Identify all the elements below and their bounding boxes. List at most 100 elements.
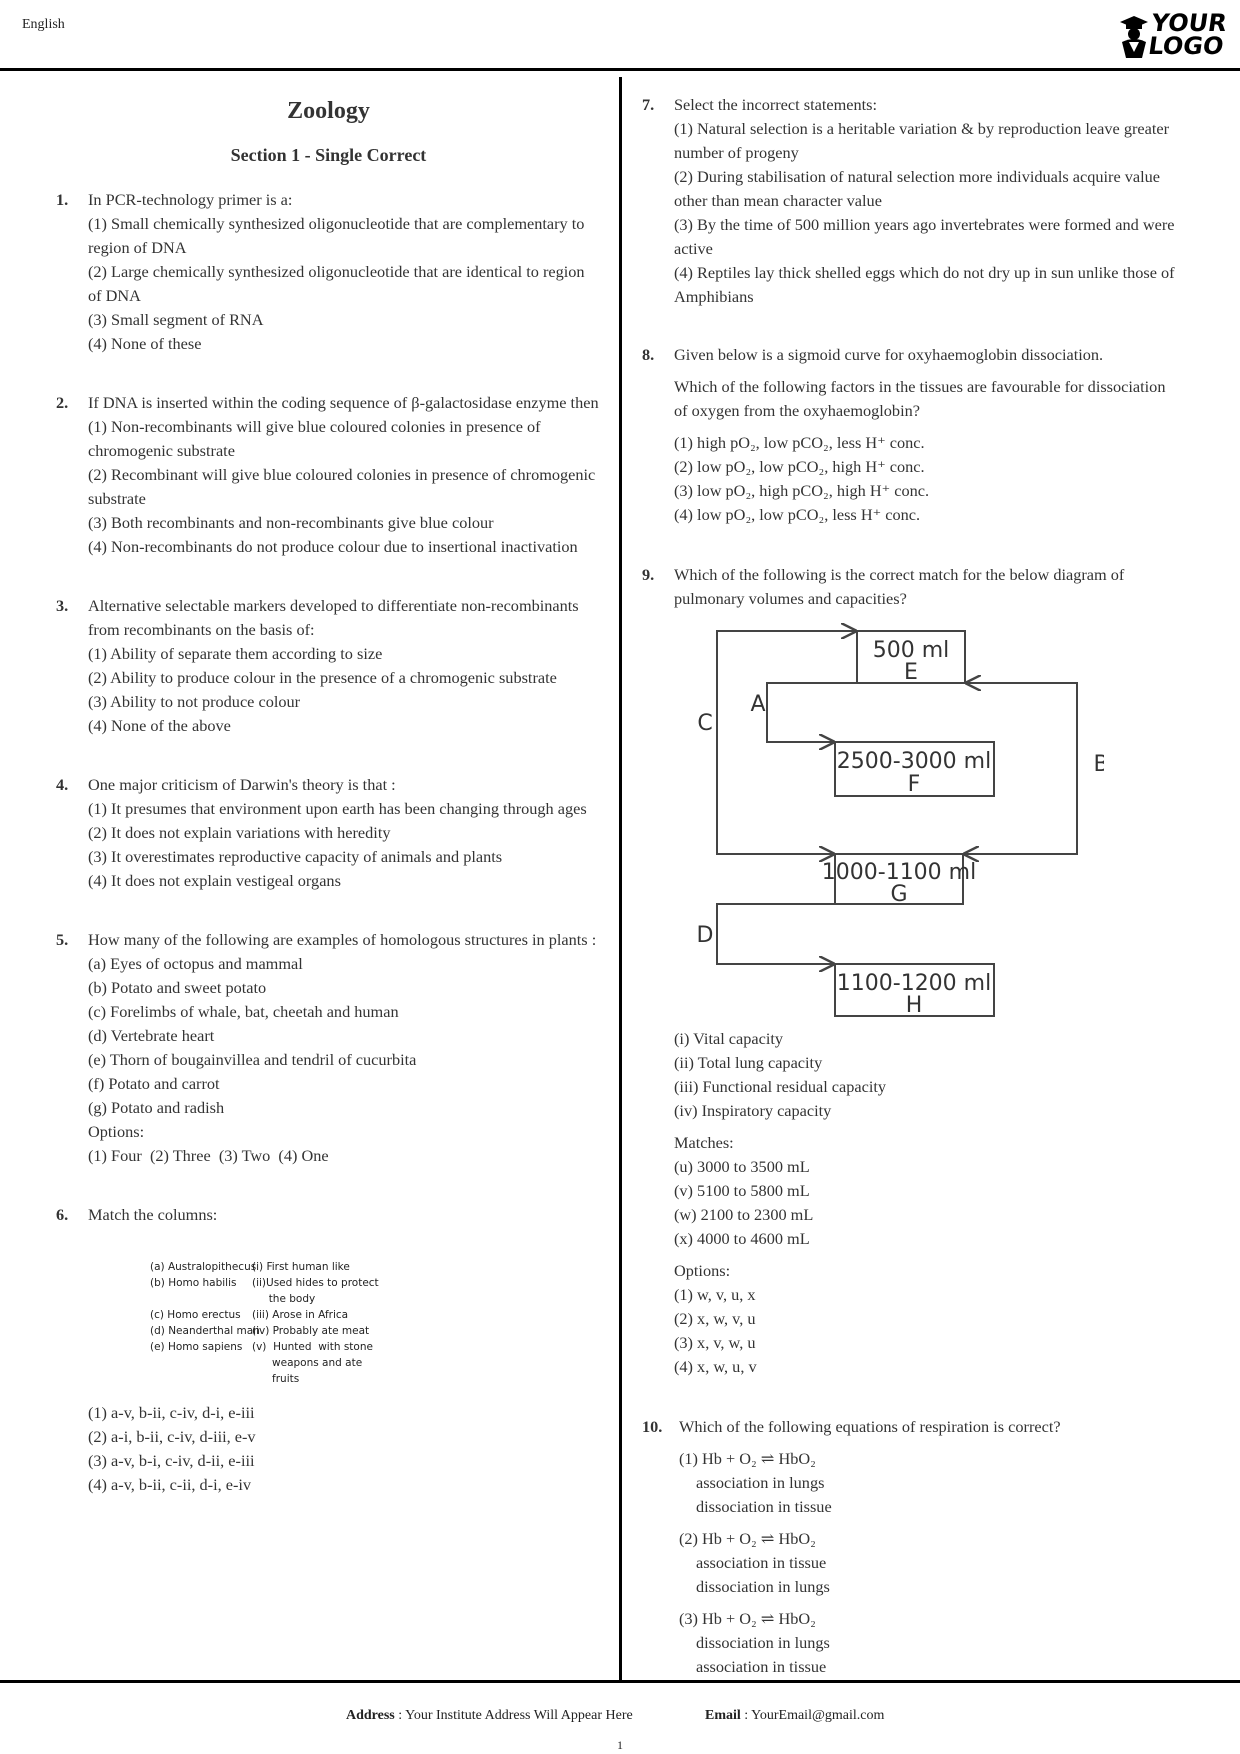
question-stem: Which of the following equations of resp… — [679, 1417, 1061, 1436]
options-label: Options: — [674, 1261, 731, 1280]
question-number: 1. — [56, 190, 69, 209]
option-2: (2) a-i, b-ii, c-iv, d-iii, e-v — [88, 1427, 256, 1446]
graduate-logo-icon — [1120, 16, 1148, 58]
option-1: (1) Natural selection is a heritable var… — [674, 119, 1170, 162]
item-ii: (ii) Total lung capacity — [674, 1053, 823, 1072]
option-2: (2) Ability to produce colour in the pre… — [88, 668, 557, 687]
match-row: (e) Homo sapiens(v) Hunted with stone — [150, 1341, 373, 1353]
bracket-b — [963, 682, 1078, 855]
options-line: (1) Four (2) Three (3) Two (4) One — [88, 1146, 329, 1165]
question-stem: How many of the following are examples o… — [88, 930, 597, 949]
option-1-line-2: dissociation in tissue — [696, 1497, 832, 1516]
item-iv: (iv) Inspiratory capacity — [674, 1101, 832, 1120]
question-number: 10. — [642, 1417, 663, 1436]
question-number: 2. — [56, 393, 69, 412]
match-row: weapons and ate — [252, 1357, 363, 1369]
box-g-label: G — [890, 882, 907, 907]
match-row: (c) Homo erectus(iii) Arose in Africa — [150, 1309, 349, 1321]
match-row: (b) Homo habilis(ii)Used hides to protec… — [150, 1277, 379, 1289]
box-h-label: H — [906, 993, 923, 1017]
question-stem: Select the incorrect statements: — [674, 95, 877, 114]
option-3-line-2: association in tissue — [696, 1657, 827, 1676]
question-1: 1. In PCR-technology primer is a: (1) Sm… — [56, 188, 601, 356]
question-3: 3. Alternative selectable markers develo… — [56, 594, 601, 738]
box-f-value: 2500-3000 ml — [837, 749, 991, 774]
match-u: (u) 3000 to 3500 mL — [674, 1157, 810, 1176]
option-3: (3) Ability to not produce colour — [88, 692, 301, 711]
option-4: (4) x, w, u, v — [674, 1357, 757, 1376]
option-2: (2) It does not explain variations with … — [88, 823, 391, 842]
question-stem: Match the columns: — [88, 1205, 218, 1224]
option-2-equation: (2) Hb + O₂ ⇌ HbO₂ — [679, 1529, 816, 1548]
match-row: (d) Neanderthal man(iv) Probably ate mea… — [150, 1325, 370, 1337]
list-item: (e) Thorn of bougainvillea and tendril o… — [88, 1050, 417, 1069]
box-f — [834, 741, 995, 797]
options-label: Options: — [88, 1122, 145, 1141]
option-3: (3) By the time of 500 million years ago… — [674, 215, 1175, 258]
list-item: (c) Forelimbs of whale, bat, cheetah and… — [88, 1002, 399, 1021]
option-3: (3) Small segment of RNA — [88, 310, 264, 329]
option-2: (2) Large chemically synthesized oligonu… — [88, 262, 585, 305]
question-stem: If DNA is inserted within the coding seq… — [88, 393, 599, 412]
logo-text: YOUR LOGO — [1146, 9, 1229, 60]
question-number: 5. — [56, 930, 69, 949]
option-1: (1) Small chemically synthesized oligonu… — [88, 214, 585, 257]
question-stem-detail: Which of the following factors in the ti… — [674, 377, 1166, 420]
lung-volumes-diagram: 500 ml E 2500-3000 ml F 1000-1100 ml G 1… — [697, 617, 1104, 1017]
box-e-label: E — [904, 660, 918, 685]
bracket-d — [716, 903, 835, 965]
footer-divider — [0, 1680, 1240, 1683]
question-number: 9. — [642, 565, 655, 584]
label-b: B — [1093, 752, 1104, 777]
institute-logo: YOUR LOGO — [1118, 9, 1229, 60]
column-divider — [619, 77, 622, 1682]
option-1: (1) a-v, b-ii, c-iv, d-i, e-iii — [88, 1403, 255, 1422]
question-2: 2. If DNA is inserted within the coding … — [56, 391, 601, 559]
label-c: C — [697, 711, 712, 736]
list-item: (b) Potato and sweet potato — [88, 978, 267, 997]
option-1: (1) Ability of separate them according t… — [88, 644, 383, 663]
option-3-line-1: dissociation in lungs — [696, 1633, 830, 1652]
option-2: (2) Recombinant will give blue coloured … — [88, 465, 596, 508]
option-1-equation: (1) Hb + O₂ ⇌ HbO₂ — [679, 1449, 816, 1468]
bracket-c — [716, 630, 857, 855]
option-3: (3) low pO₂, high pCO₂, high H⁺ conc. — [674, 481, 930, 500]
left-column: Zoology Section 1 - Single Correct 1. In… — [56, 80, 601, 1497]
item-i: (i) Vital capacity — [674, 1029, 784, 1048]
subject-title: Zoology — [287, 98, 370, 124]
question-number: 4. — [56, 775, 69, 794]
option-1: (1) w, v, u, x — [674, 1285, 756, 1304]
question-stem: Which of the following is the correct ma… — [674, 565, 1125, 608]
list-item: (f) Potato and carrot — [88, 1074, 220, 1093]
list-item: (a) Eyes of octopus and mammal — [88, 954, 303, 973]
question-stem: In PCR-technology primer is a: — [88, 190, 293, 209]
list-item: (d) Vertebrate heart — [88, 1026, 215, 1045]
label-d: D — [697, 923, 714, 948]
option-2: (2) low pO₂, low pCO₂, high H⁺ conc. — [674, 457, 925, 476]
label-a: A — [750, 692, 765, 717]
question-number: 6. — [56, 1205, 69, 1224]
option-2-line-2: dissociation in lungs — [696, 1577, 830, 1596]
option-4: (4) It does not explain vestigeal organs — [88, 871, 341, 890]
option-4: (4) Non-recombinants do not produce colo… — [88, 537, 578, 556]
question-7: 7. Select the incorrect statements: (1) … — [642, 93, 1177, 309]
page-number: 1 — [617, 1738, 623, 1752]
language-label: English — [22, 17, 65, 32]
option-4: (4) Reptiles lay thick shelled eggs whic… — [674, 263, 1175, 306]
option-3-equation: (3) Hb + O₂ ⇌ HbO₂ — [679, 1609, 816, 1628]
box-f-label: F — [908, 772, 921, 797]
option-3: (3) It overestimates reproductive capaci… — [88, 847, 503, 866]
match-row: (a) Australopithecus(i) First human like — [150, 1261, 350, 1273]
option-1: (1) Non-recombinants will give blue colo… — [88, 417, 541, 460]
question-stem: One major criticism of Darwin's theory i… — [88, 775, 396, 794]
question-5: 5. How many of the following are example… — [56, 928, 601, 1168]
option-2: (2) During stabilisation of natural sele… — [674, 167, 1161, 210]
option-3: (3) a-v, b-i, c-iv, d-ii, e-iii — [88, 1451, 255, 1470]
question-stem: Alternative selectable markers developed… — [88, 596, 579, 639]
match-columns-table: (a) Australopithecus(i) First human like… — [150, 1259, 390, 1387]
match-x: (x) 4000 to 4600 mL — [674, 1229, 810, 1248]
header-divider — [0, 68, 1240, 71]
option-2: (2) x, w, v, u — [674, 1309, 756, 1328]
match-w: (w) 2100 to 2300 mL — [674, 1205, 814, 1224]
option-3: (3) x, v, w, u — [674, 1333, 756, 1352]
